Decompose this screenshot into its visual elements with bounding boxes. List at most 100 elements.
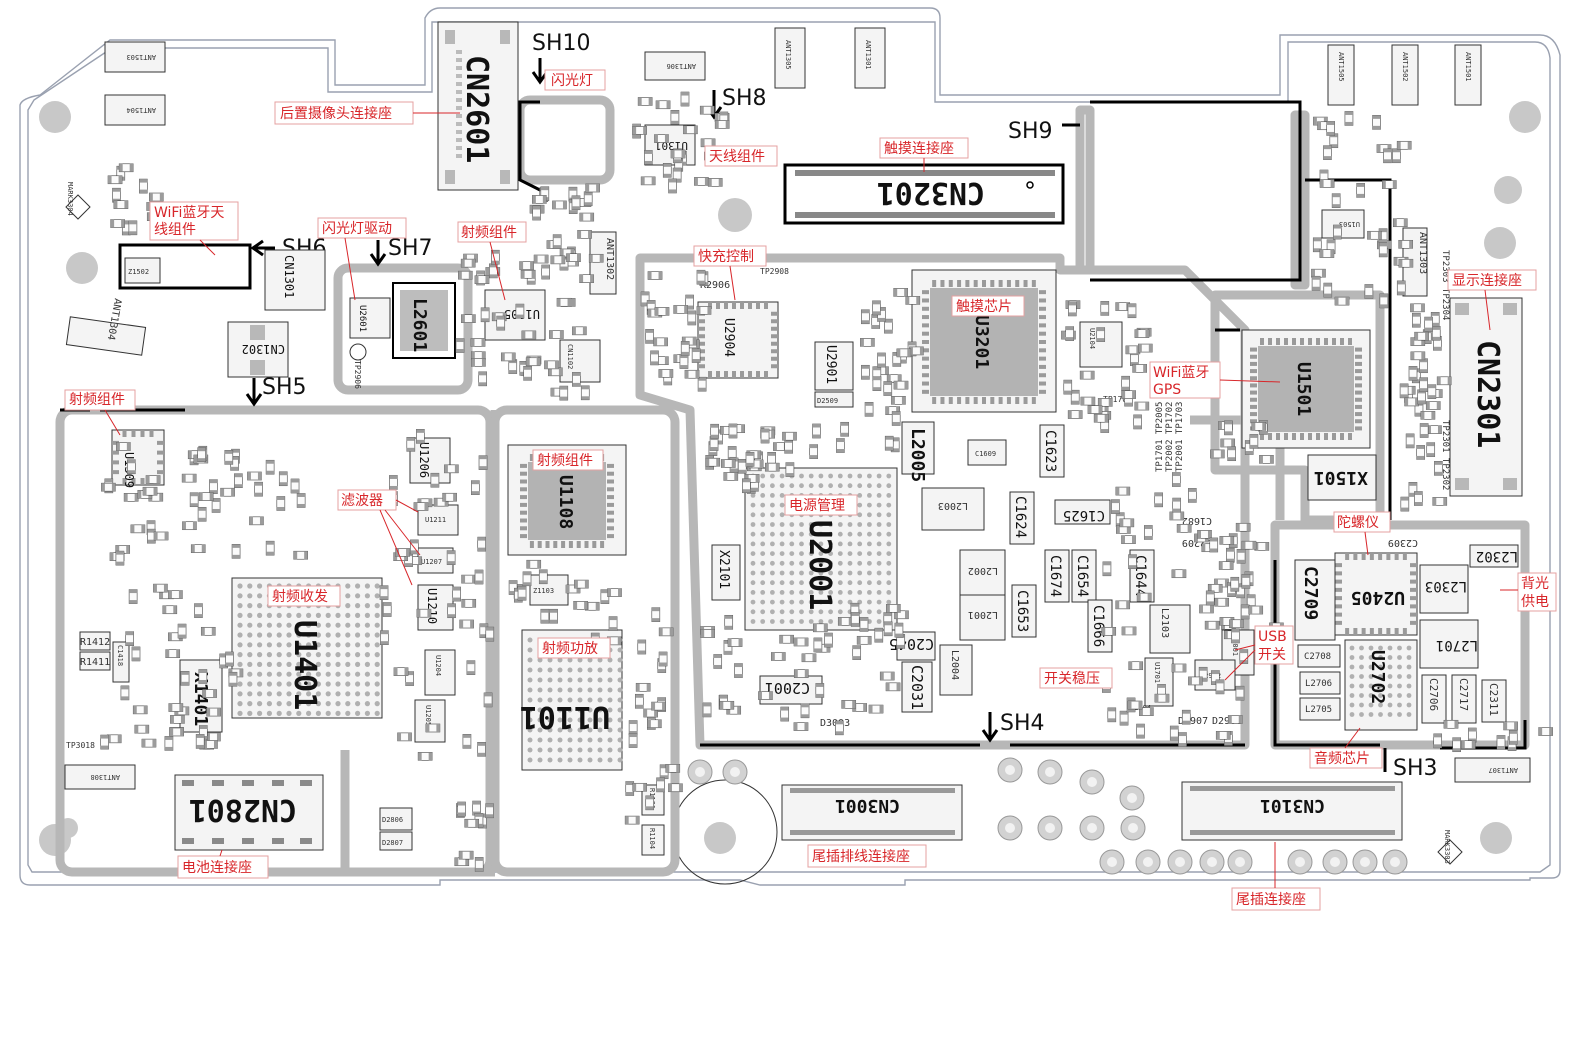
svg-text:尾插连接座: 尾插连接座: [1236, 891, 1306, 908]
bottom-test-points: [687, 757, 1408, 875]
anno-rf-assembly-left: 射频组件: [64, 389, 136, 436]
connector-cn2801: CN2801: [174, 774, 324, 851]
l2001-label: L2001: [968, 609, 998, 620]
svg-text:WiFi蓝牙天: WiFi蓝牙天: [154, 205, 224, 221]
svg-text:USB: USB: [1258, 629, 1287, 645]
inductor-l2302: L2302: [1469, 544, 1519, 568]
svg-text:射频收发: 射频收发: [272, 589, 328, 605]
connector-cn2601: CN2601: [437, 21, 519, 191]
u2902-label: U2902: [1200, 672, 1221, 680]
ic-u1401: U1401: [231, 577, 383, 719]
anno-filter: 滤波器: [337, 489, 421, 586]
anno-flash-driver: 闪光灯驱动: [317, 217, 407, 301]
u3001-label: U3001: [1231, 635, 1239, 656]
cn3101-label: CN3101: [1260, 795, 1325, 816]
connector-cn2301: CN2301: [1449, 297, 1523, 497]
antenna-pads: ANT1302 ANT1303 ANT1304 ANT1305 ANT1301 …: [64, 27, 1531, 790]
svg-text:闪光灯: 闪光灯: [551, 73, 593, 89]
x1501-label: X1501: [1314, 467, 1368, 488]
anno-wifi-bt-gps: WiFi蓝牙 GPS: [1149, 361, 1281, 399]
l2701-label: L2701: [1436, 637, 1478, 653]
svg-text:开关稳压: 开关稳压: [1044, 671, 1100, 687]
anno-touch-chip: 触摸芯片: [951, 295, 1025, 317]
shield-label-sh3: SH3: [1393, 756, 1438, 781]
anno-fast-charge: 快充控制: [693, 245, 767, 301]
svg-text:射频组件: 射频组件: [537, 453, 593, 469]
svg-text:WiFi蓝牙: WiFi蓝牙: [1153, 365, 1209, 381]
c1625-label: C1625: [1063, 507, 1105, 523]
svg-text:陀螺仪: 陀螺仪: [1337, 515, 1379, 531]
c1623-label: C1623: [1042, 430, 1058, 472]
svg-text:GPS: GPS: [1153, 382, 1181, 398]
r2906-label: R2906: [700, 280, 730, 291]
tp-col-6: TP2908: [760, 267, 789, 276]
shield-labels: SH10 SH8 SH9 SH6 SH7 SH5 SH4 SH3: [245, 31, 1438, 781]
c1654-label: C1654: [1074, 555, 1090, 597]
u1101-label: U1101: [520, 699, 610, 734]
crystal-x1501: X1501: [1307, 454, 1377, 501]
l2705-label: L2705: [1305, 705, 1332, 715]
c2031-label: C2031: [908, 665, 926, 710]
u2601-label: U2601: [357, 305, 367, 332]
u2001-label: U2001: [802, 520, 837, 610]
ic-u2702: U2702: [1344, 639, 1418, 731]
x1401-label: X1401: [190, 672, 211, 726]
l2103-label: L2103: [1159, 608, 1170, 638]
cn2801-label: CN2801: [189, 792, 297, 827]
ant1305-label: ANT1305: [784, 40, 792, 70]
tp-col-1: TP2002 TP1702: [1165, 402, 1175, 472]
ic-u2001: U2001: [744, 467, 898, 631]
svg-text:闪光灯驱动: 闪光灯驱动: [322, 221, 392, 237]
c2708-label: C2708: [1304, 652, 1331, 662]
l2706-label: L2706: [1305, 679, 1332, 689]
annotations: 闪光灯 后置摄像头连接座 天线组件 触摸连接座 WiFi蓝牙天 线组件 闪光灯驱…: [64, 69, 1557, 911]
svg-text:触摸连接座: 触摸连接座: [884, 140, 954, 157]
u2104-label: U2104: [1088, 328, 1096, 349]
u1205-label: U1205: [424, 705, 432, 726]
ant1301-label: ANT1301: [864, 40, 872, 70]
c2706-label: C2706: [1427, 678, 1440, 711]
board-outline: [19, 7, 1561, 886]
c1609-label: C1609: [975, 450, 996, 458]
anno-rear-camera-connector: 后置摄像头连接座: [274, 101, 460, 125]
c1682-label: C1682: [1182, 515, 1212, 526]
svg-text:快充控制: 快充控制: [698, 249, 754, 265]
anno-rf-pa: 射频功放: [537, 637, 611, 659]
svg-text:音频芯片: 音频芯片: [1314, 750, 1370, 767]
u1211-label: U1211: [425, 516, 446, 524]
ant1303-label: ANT1303: [1417, 232, 1428, 274]
l2002-label: L2002: [968, 565, 998, 576]
c2045-label: C2045: [889, 635, 934, 653]
svg-text:射频组件: 射频组件: [69, 392, 125, 408]
anno-tail-flex-connector: 尾插排线连接座: [807, 844, 927, 868]
anno-switching-regulator: 开关稳压: [1039, 667, 1113, 689]
u1206-label: U1206: [417, 442, 431, 478]
u1501-label: U1501: [1293, 362, 1314, 416]
ic-u1206: U1206: [409, 437, 451, 484]
u1210-label: U1210: [425, 588, 439, 624]
d3003-label: D3003: [820, 718, 850, 729]
c2309-label: C2309: [1388, 537, 1418, 548]
z1103-label: Z1103: [533, 587, 554, 595]
tp-col-5: TP3018: [66, 741, 95, 750]
c2001-label: C2001: [765, 679, 810, 697]
u2901-label: U2901: [823, 345, 838, 384]
svg-text:背光: 背光: [1521, 576, 1549, 592]
cn1102-label: CN1102: [566, 344, 574, 369]
ant1306-label: ANT1306: [666, 62, 696, 70]
anno-display-connector: 显示连接座: [1447, 269, 1537, 331]
u3201-label: U3201: [971, 315, 992, 369]
ic-u2904: U2904: [697, 301, 779, 379]
cn3201-label: CN3201: [877, 175, 985, 210]
power-inductors: L2001 L2002 L2003 L2004 L2103: [921, 487, 1191, 696]
tp-col-2: TP2001 TP1703: [1175, 402, 1185, 472]
l2303-label: L2303: [1425, 578, 1467, 594]
shield-label-sh7: SH7: [388, 236, 433, 261]
tp-col-8: TP1701: [1103, 395, 1132, 404]
shield-label-sh4: SH4: [1000, 711, 1045, 736]
l2302-label: L2302: [1476, 548, 1518, 564]
anno-rf-assembly-mid: 射频组件: [532, 449, 604, 471]
r1104-label: R1104: [648, 828, 656, 849]
right-bottom-passives: C2706 C2717 C2311 L2706 L2705 C2708: [1297, 644, 1507, 724]
c2717-label: C2717: [1457, 678, 1470, 711]
